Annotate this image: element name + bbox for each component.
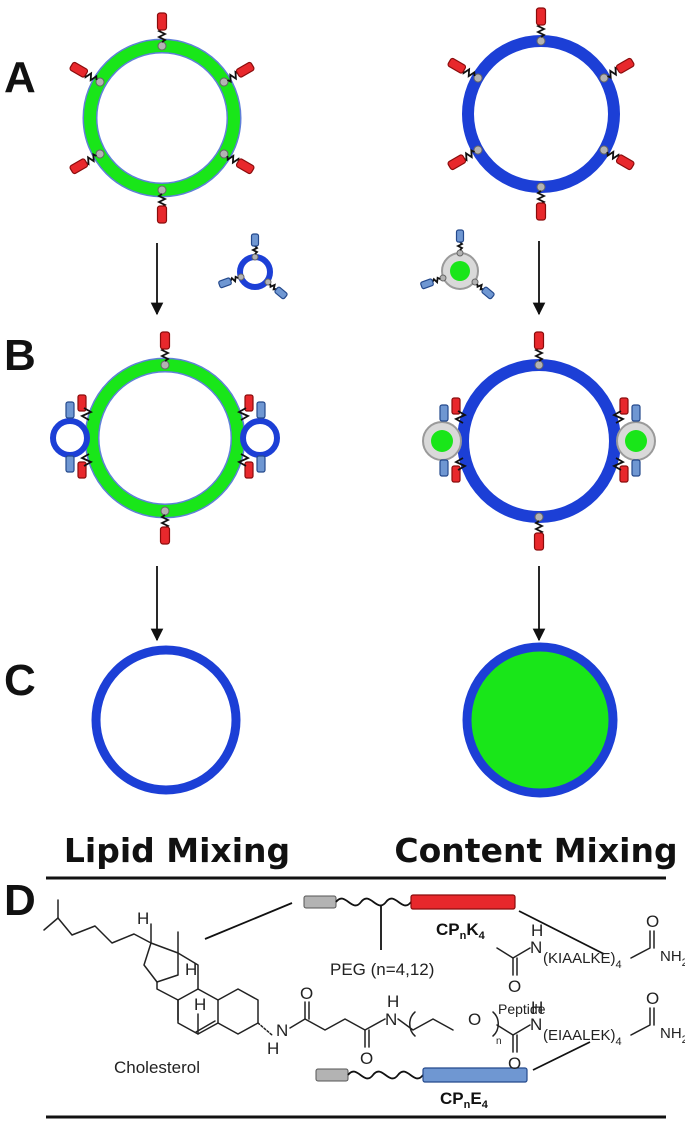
atom-h-3: H xyxy=(194,995,206,1014)
green-liposome-k xyxy=(68,12,256,224)
connector-k-sequence xyxy=(518,910,605,955)
docked-green-liposome xyxy=(50,331,280,545)
panel-label-d: D xyxy=(4,876,36,925)
panel-label-c: C xyxy=(4,656,36,705)
e-sequence-text: (EIAALEK)4 xyxy=(543,1027,622,1048)
panel-label-b: B xyxy=(4,331,36,380)
peptide-label: Peptide xyxy=(498,1001,546,1017)
connector-cholesterol xyxy=(204,902,293,940)
atom-h-2: H xyxy=(185,960,197,979)
k-sequence-h: H xyxy=(531,921,543,940)
atom-o-2: O xyxy=(360,1049,373,1068)
peg-label: PEG (n=4,12) xyxy=(330,960,434,979)
k-sequence-text: (KIAALKE)4 xyxy=(543,950,622,971)
docked-blue-liposome xyxy=(422,331,656,551)
atom-o-1: O xyxy=(300,984,313,1003)
k-sequence-n: N xyxy=(530,938,542,957)
cholesterol-peg-structure xyxy=(43,899,499,1048)
atom-n-amide: N xyxy=(276,1021,288,1040)
connector-e-sequence xyxy=(532,1041,591,1071)
lipid-mixing-title: Lipid Mixing xyxy=(64,831,290,870)
k-sequence-structure xyxy=(496,930,655,976)
atom-o-peg: O xyxy=(468,1010,481,1029)
cpnk4-label: CPnK4 xyxy=(436,920,486,942)
peg-repeat-n: n xyxy=(496,1036,502,1047)
e-sequence-o-left: O xyxy=(508,1054,521,1073)
e-sequence-n: N xyxy=(530,1015,542,1034)
k-sequence-o-left: O xyxy=(508,977,521,996)
k-sequence-o-right: O xyxy=(646,912,659,931)
small-blue-liposome-e xyxy=(217,233,289,301)
e-sequence-nh2: NH2 xyxy=(660,1025,685,1046)
k-sequence-nh2: NH2 xyxy=(660,948,685,969)
atom-h-peg: H xyxy=(387,992,399,1011)
e-sequence-h: H xyxy=(531,998,543,1017)
content-mixing-title: Content Mixing xyxy=(394,831,677,870)
panel-label-a: A xyxy=(4,53,36,102)
atom-h-4: H xyxy=(267,1039,279,1058)
cholesterol-label: Cholesterol xyxy=(114,1058,200,1077)
small-content-liposome-e xyxy=(419,229,496,301)
blue-liposome-k xyxy=(446,7,636,221)
atom-n-peg: N xyxy=(385,1010,397,1029)
cpne4-construct xyxy=(315,1067,528,1083)
atom-h-1: H xyxy=(137,909,149,928)
fused-content-mixed-liposome xyxy=(462,642,618,798)
e-sequence-o-right: O xyxy=(646,989,659,1008)
cpne4-label: CPnE4 xyxy=(440,1089,489,1111)
cpnk4-construct xyxy=(303,894,516,910)
fused-lipid-mixed-liposome xyxy=(91,645,241,795)
e-sequence-structure xyxy=(496,1007,655,1053)
